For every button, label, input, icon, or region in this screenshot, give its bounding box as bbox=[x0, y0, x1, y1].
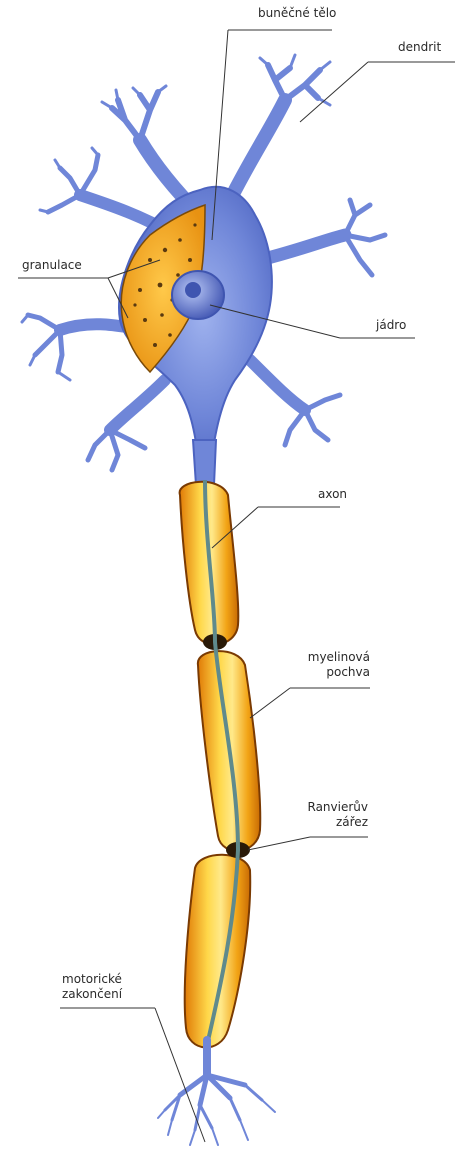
label-dendrite: dendrit bbox=[398, 40, 441, 55]
label-nucleus: jádro bbox=[376, 318, 406, 333]
label-myelin-line2: pochva bbox=[300, 665, 370, 680]
leader-ranvier bbox=[248, 837, 368, 850]
leader-dendrite bbox=[300, 62, 455, 122]
label-ranvier-line1: Ranvierův bbox=[296, 800, 368, 815]
leader-myelin bbox=[250, 688, 370, 718]
label-granules: granulace bbox=[22, 258, 82, 273]
label-motor-line2: zakončení bbox=[62, 987, 122, 1002]
label-axon: axon bbox=[318, 487, 347, 502]
label-ranvier-line2: zářez bbox=[296, 815, 368, 830]
nucleolus bbox=[185, 282, 201, 298]
axon-hillock bbox=[193, 440, 216, 485]
label-ranvier: Ranvierův zářez bbox=[296, 800, 368, 830]
myelin-sheath bbox=[180, 482, 261, 1048]
leader-motor bbox=[60, 1008, 205, 1142]
label-cell-body: buněčné tělo bbox=[258, 6, 336, 21]
label-motor-line1: motorické bbox=[62, 972, 122, 987]
myelin-segment-3 bbox=[185, 855, 251, 1048]
label-myelin-line1: myelinová bbox=[300, 650, 370, 665]
label-motor: motorické zakončení bbox=[62, 972, 122, 1002]
label-myelin: myelinová pochva bbox=[300, 650, 370, 680]
motor-terminals bbox=[158, 1040, 275, 1145]
